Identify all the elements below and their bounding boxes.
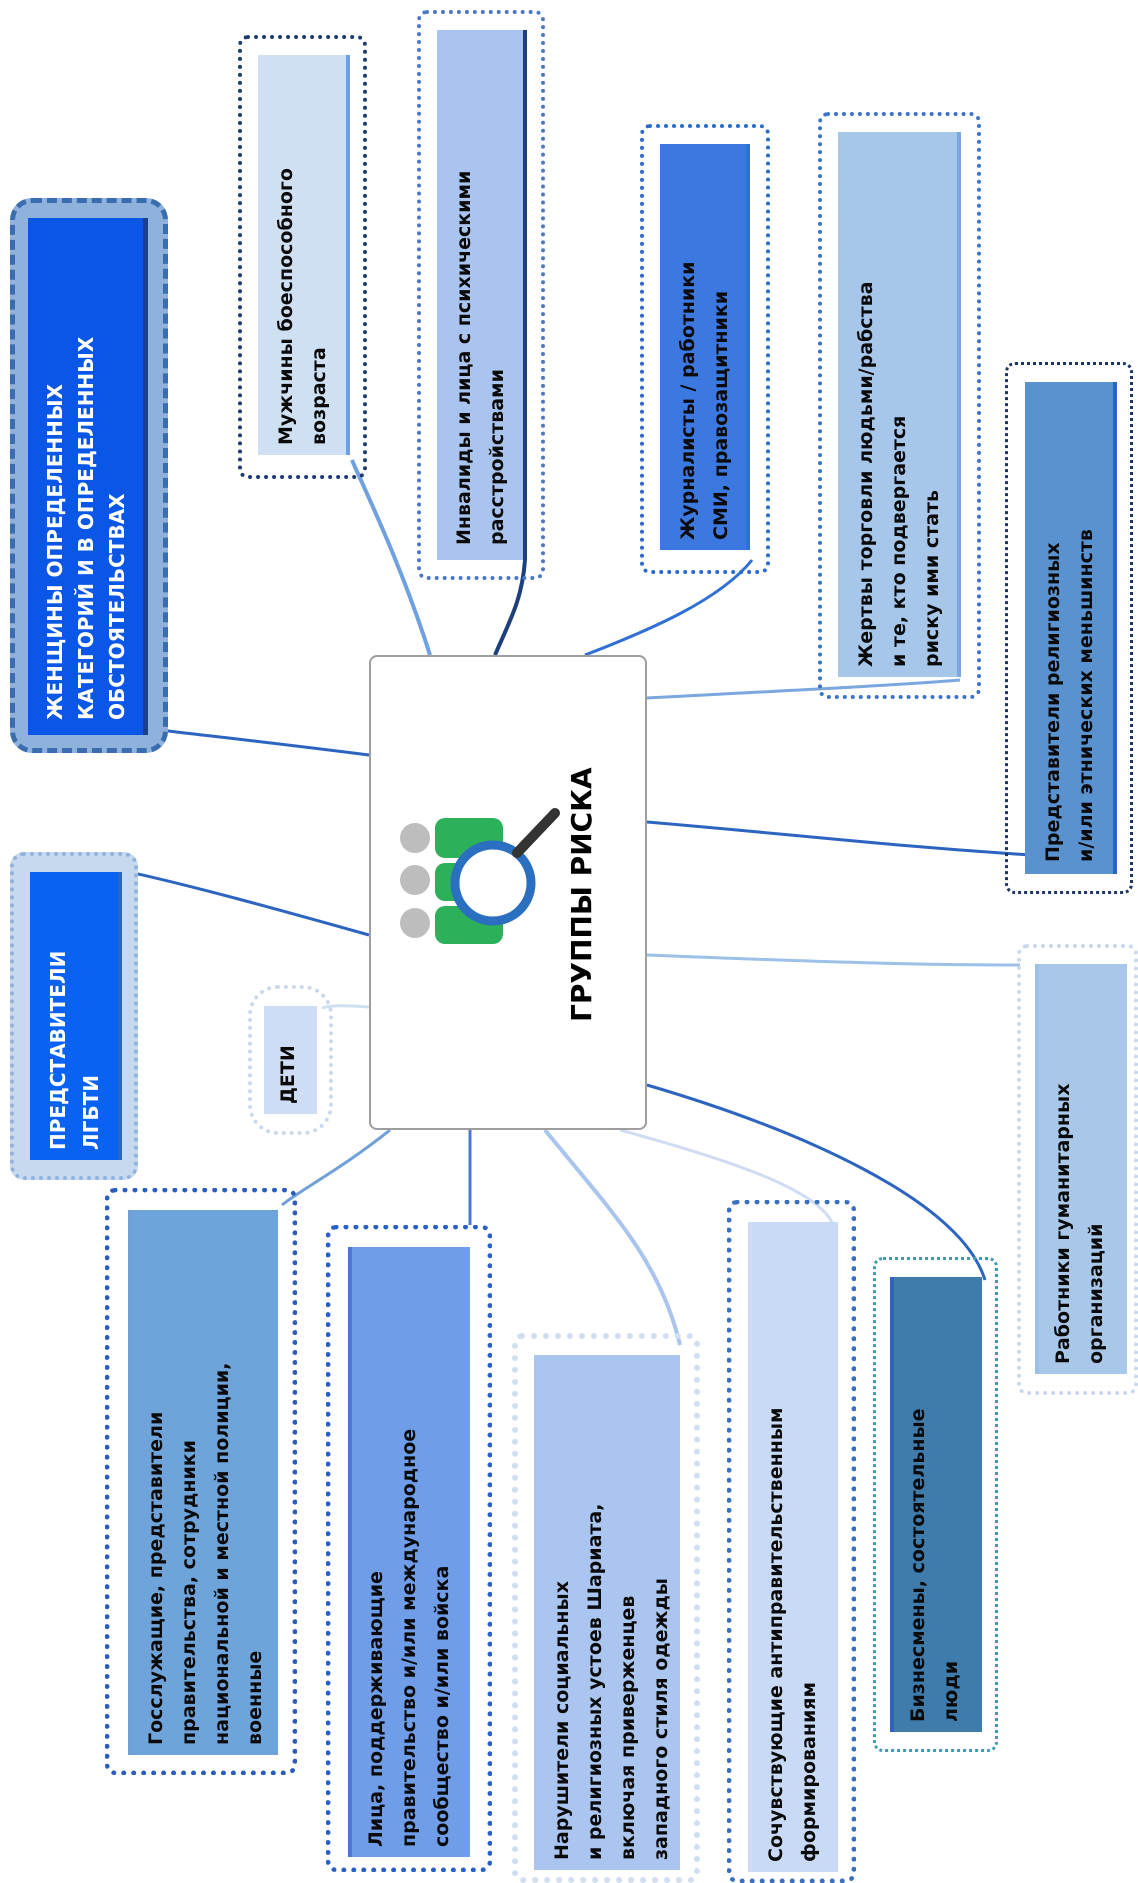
journalists-outline: [640, 124, 770, 574]
supporters-label: Лица, поддерживающие правительство и/или…: [365, 1428, 453, 1847]
sharia-label: Нарушители социальных и религиозных усто…: [551, 1503, 672, 1860]
link-disabled: [493, 559, 527, 656]
link-lgbt: [119, 868, 370, 937]
trafficking-outline: [818, 112, 981, 699]
journalists-fill: [660, 144, 750, 550]
civil-label: Госслужащие, представители правительства…: [145, 1362, 266, 1745]
humanitarian-label: Работники гуманитарных организаций: [1052, 1083, 1107, 1364]
trafficking-label: Жертвы торговли людьми/рабства и те, кто…: [855, 281, 943, 667]
trafficking-fill: [838, 132, 961, 677]
supporters-outline: [326, 1225, 492, 1872]
sympathizers-label: Сочувствующие антиправительственным форм…: [765, 1407, 820, 1862]
link-civil: [281, 1128, 391, 1207]
men-label: Мужчины боеспособного возраста: [275, 168, 330, 445]
journalists-label: Журналисты / работники СМИ, правозащитни…: [677, 261, 732, 540]
disabled-label: Инвалиды и лица с психическими расстройс…: [453, 170, 508, 545]
link-journalists: [584, 559, 754, 657]
women-fill: [28, 218, 148, 735]
link-minorities: [646, 820, 1031, 857]
disabled-outline: [417, 10, 545, 580]
civil-outline: [105, 1188, 297, 1775]
sympathizers-fill: [748, 1222, 838, 1872]
children-label: ДЕТИ: [277, 1045, 299, 1104]
link-women: [159, 728, 370, 757]
link-trafficking: [646, 678, 961, 700]
sharia-fill: [534, 1355, 680, 1870]
minorities-outline: [1005, 362, 1133, 894]
minorities-fill: [1025, 382, 1117, 874]
lgbt-label: ПРЕДСТАВИТЕЛИ ЛГБТИ: [46, 950, 103, 1150]
civil-fill: [128, 1210, 278, 1755]
link-business: [646, 1083, 987, 1281]
business-outline: [873, 1257, 998, 1752]
people-search-icon: [400, 808, 560, 944]
lgbt-fill: [30, 872, 122, 1160]
humanitarian-outline: [1017, 944, 1138, 1395]
central-title: ГРУППЫ РИСКА: [565, 767, 598, 1023]
link-sharia: [543, 1128, 682, 1346]
link-humanitarian: [646, 953, 1021, 967]
business-fill: [890, 1277, 982, 1732]
humanitarian-fill: [1035, 964, 1127, 1374]
link-men: [350, 459, 432, 656]
business-label: Бизнесмены, состоятельные люди: [907, 1408, 962, 1722]
sharia-outline: [512, 1333, 700, 1883]
disabled-fill: [437, 30, 527, 560]
women-label: ЖЕНЩИНЫ ОПРЕДЕЛЕННЫХ КАТЕГОРИЙ И В ОПРЕД…: [43, 336, 129, 720]
children-outline: [248, 985, 333, 1135]
link-sympathizers: [619, 1128, 835, 1226]
men-outline: [238, 35, 367, 479]
sympathizers-outline: [727, 1200, 856, 1883]
men-fill: [258, 55, 350, 455]
supporters-fill: [348, 1247, 470, 1857]
minorities-label: Представители религиозных и/или этническ…: [1042, 529, 1097, 862]
children-fill: [264, 1006, 317, 1114]
